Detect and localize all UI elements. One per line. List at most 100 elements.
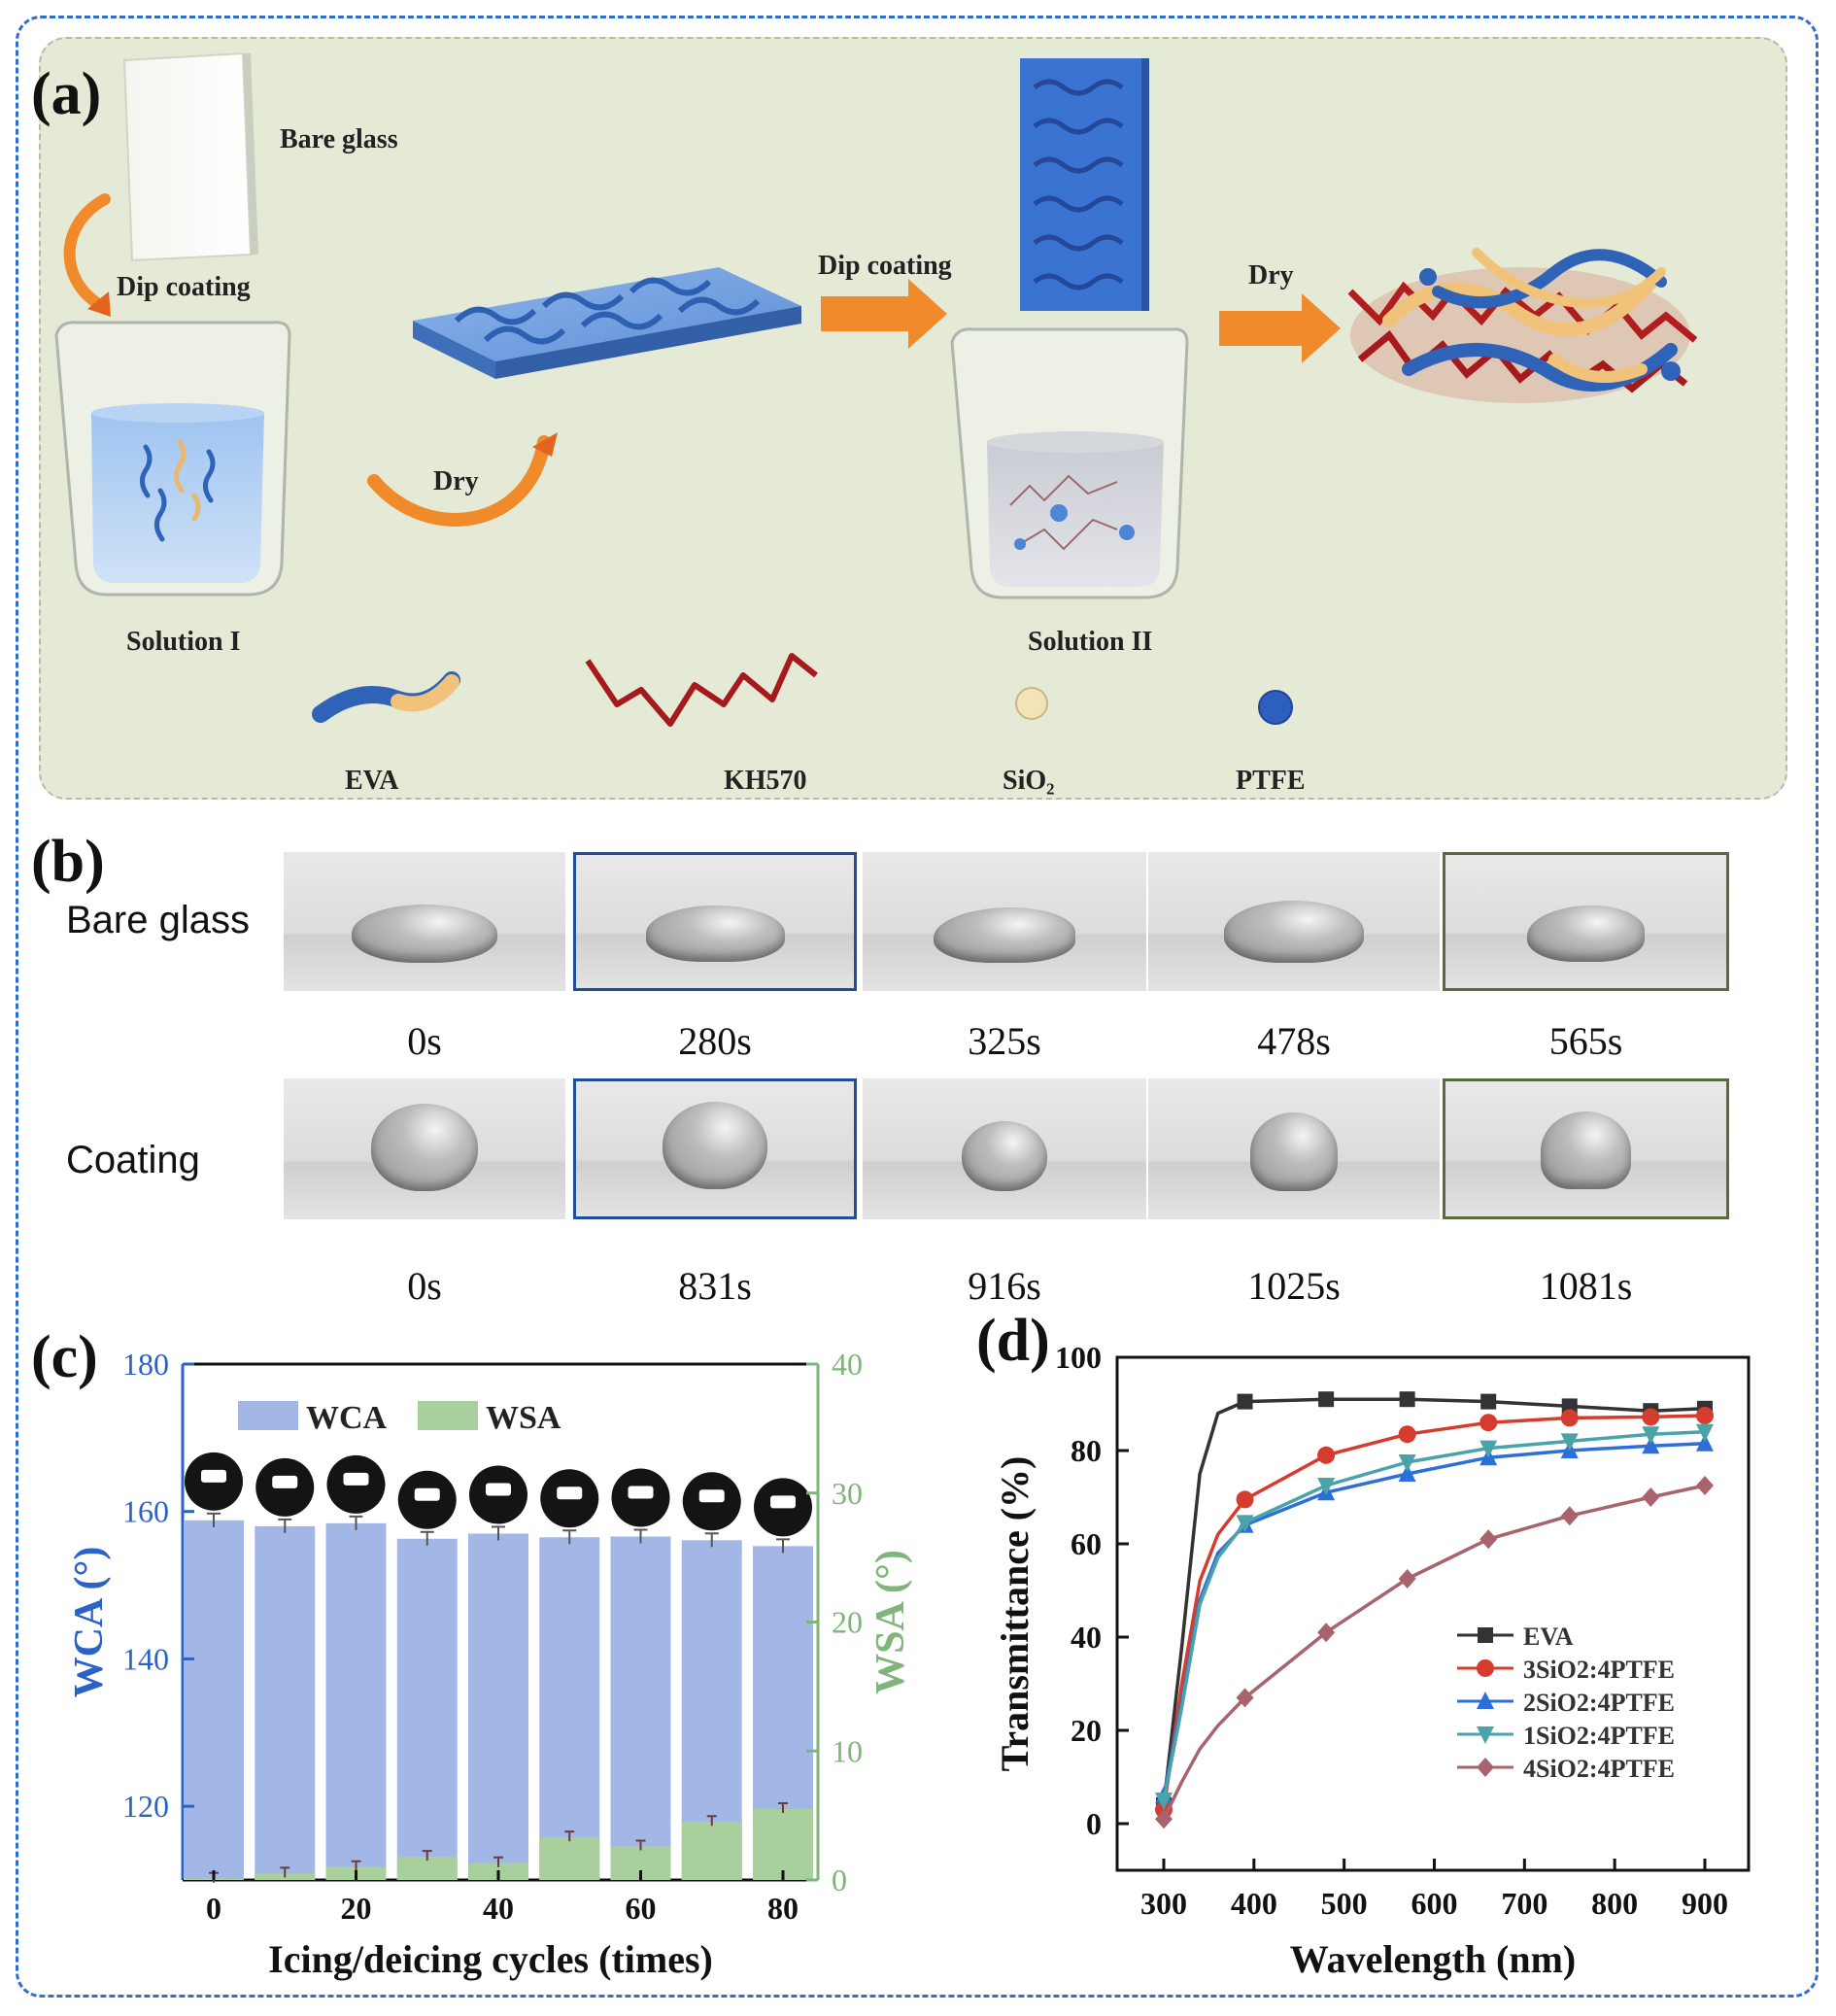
- droplet-photo: [863, 852, 1146, 991]
- left-axis-label: WCA (°): [67, 1547, 112, 1698]
- y-tick-label: 0: [1086, 1806, 1102, 1841]
- x-axis-label: Wavelength (nm): [1290, 1937, 1576, 1981]
- wca-bar: [468, 1533, 528, 1880]
- time-label: 325s: [968, 1019, 1041, 1063]
- label-solution-ii: Solution II: [1028, 627, 1153, 657]
- right-arrow-icon: [821, 279, 947, 349]
- right-tick-label: 0: [832, 1862, 847, 1897]
- x-tick-label: 80: [767, 1891, 799, 1926]
- marker-diamond: [1696, 1476, 1714, 1495]
- marker-diamond: [1479, 1529, 1498, 1550]
- coated-slide: [1020, 58, 1149, 311]
- legend-sio2: SiO₂: [1003, 766, 1055, 796]
- droplet-highlight: [201, 1469, 226, 1483]
- droplet-photo: [863, 1078, 1146, 1219]
- y-axis-label: Transmittance (%): [993, 1456, 1037, 1772]
- schematic-drawing: [54, 51, 1698, 727]
- x-tick-label: 60: [626, 1891, 657, 1926]
- marker-square: [1237, 1393, 1253, 1410]
- marker-triangle-down: [1479, 1440, 1498, 1458]
- right-tick-label: 30: [832, 1476, 863, 1511]
- marker-circle: [1317, 1446, 1336, 1464]
- panel-label-a: (a): [31, 61, 102, 127]
- wca-bar: [325, 1522, 387, 1880]
- label-dip-coating-1: Dip coating: [117, 272, 251, 302]
- legend-kh570: KH570: [724, 766, 807, 796]
- water-droplet: [351, 905, 498, 964]
- water-droplet: [662, 1101, 768, 1190]
- time-label: 1025s: [1247, 1264, 1341, 1308]
- marker-triangle-down: [1317, 1478, 1336, 1495]
- right-tick-label: 40: [832, 1347, 863, 1382]
- x-tick-label: 700: [1501, 1886, 1547, 1921]
- ptfe-sphere-icon: [1258, 690, 1293, 725]
- droplet-highlight: [557, 1486, 583, 1500]
- row-label-bare-glass: Bare glass: [66, 899, 250, 941]
- water-droplet: [1224, 901, 1364, 964]
- left-tick-label: 160: [122, 1494, 169, 1529]
- marker-square: [1318, 1391, 1335, 1408]
- marker-circle: [1479, 1414, 1498, 1432]
- label-dry-2: Dry: [1248, 260, 1294, 290]
- marker-diamond: [1642, 1487, 1660, 1507]
- droplet-photo: [573, 1078, 857, 1219]
- marker-triangle-up: [1398, 1464, 1416, 1482]
- marker-triangle-down: [1560, 1433, 1579, 1452]
- droplet-highlight: [414, 1487, 440, 1501]
- time-label: 831s: [678, 1264, 752, 1308]
- curved-arrow-icon: [63, 193, 111, 309]
- figure-frame: [16, 16, 1819, 1998]
- wca-bar: [539, 1537, 600, 1880]
- marker-triangle-down: [1155, 1793, 1173, 1810]
- label-solution-i: Solution I: [126, 627, 241, 657]
- marker-circle: [1642, 1408, 1660, 1426]
- x-tick-label: 800: [1591, 1886, 1638, 1921]
- water-droplet: [934, 907, 1075, 964]
- legend-swatch-wca: [238, 1401, 298, 1430]
- y-tick-label: 80: [1071, 1433, 1102, 1468]
- droplet-photo: [1148, 852, 1440, 991]
- eva-glyph-icon: [312, 671, 460, 723]
- marker-triangle-down: [1696, 1423, 1714, 1442]
- beaker-solution-ii: [950, 327, 1189, 599]
- kh570-glyph-icon: [585, 653, 818, 727]
- left-tick-label: 120: [122, 1789, 169, 1824]
- legend-eva: EVA: [345, 766, 399, 796]
- right-arrow-icon: [1219, 293, 1341, 363]
- marker-triangle-down: [1398, 1454, 1416, 1472]
- water-droplet: [1250, 1111, 1338, 1191]
- time-label: 0s: [407, 1019, 442, 1063]
- droplet-highlight: [698, 1489, 725, 1503]
- left-tick-label: 180: [122, 1347, 169, 1382]
- plot-frame: [1115, 1355, 1751, 1872]
- arrow-head-icon: [532, 432, 558, 457]
- time-label: 478s: [1257, 1019, 1331, 1063]
- wsa-bar: [539, 1837, 600, 1880]
- marker-circle: [1477, 1659, 1494, 1677]
- label-dip-coating-2: Dip coating: [818, 251, 952, 281]
- marker-diamond: [1155, 1809, 1173, 1829]
- coating-structure: [1347, 248, 1698, 403]
- water-droplet: [1526, 905, 1646, 962]
- panel-label-b: (b): [31, 829, 105, 895]
- y-tick-label: 60: [1071, 1526, 1102, 1561]
- marker-circle: [1696, 1407, 1714, 1424]
- marker-square: [1480, 1393, 1497, 1410]
- marker-triangle-down: [1236, 1515, 1254, 1533]
- droplet-photo: [1148, 1078, 1440, 1219]
- droplet-highlight: [770, 1495, 796, 1509]
- x-tick-label: 900: [1682, 1886, 1728, 1921]
- legend-label-wca: WCA: [306, 1400, 388, 1436]
- coated-slab: [413, 267, 801, 379]
- marker-circle: [1236, 1490, 1254, 1509]
- x-tick-label: 0: [206, 1891, 221, 1926]
- marker-diamond: [1317, 1623, 1336, 1643]
- arrow-head-icon: [87, 291, 111, 317]
- wca-bar: [610, 1536, 671, 1880]
- time-label: 916s: [968, 1264, 1041, 1308]
- time-label: 565s: [1548, 1019, 1623, 1063]
- time-label: 1081s: [1539, 1264, 1633, 1308]
- x-tick-label: 300: [1140, 1886, 1187, 1921]
- legend-label-wsa: WSA: [486, 1400, 561, 1436]
- series-1SiO2:4PTFE: [1155, 1423, 1714, 1810]
